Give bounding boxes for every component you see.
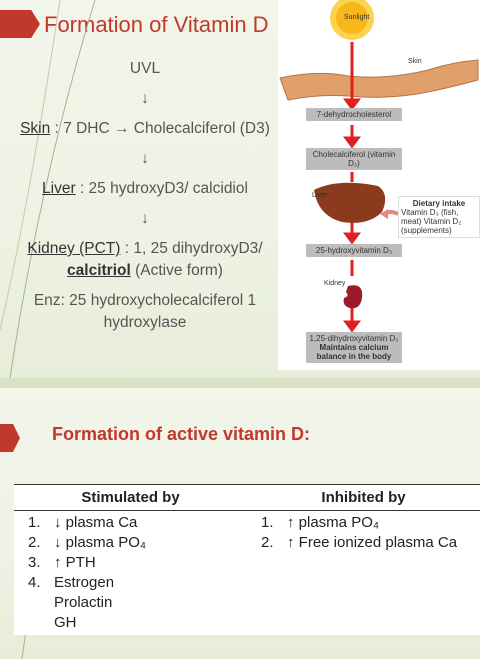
list-number: 4. [28, 574, 41, 591]
box-calcitriol: 1,25-dihydroxyvitamin D₃ Maintains calci… [306, 332, 402, 363]
list-number [20, 613, 54, 633]
list-number: 2. [28, 534, 41, 551]
arm-icon [279, 59, 479, 101]
list-number [20, 593, 54, 613]
enz-text: : 25 hydroxycholecalciferol 1 hydroxylas… [60, 292, 257, 331]
box-cholecalciferol: Cholecalciferol (vitamin D₃) [306, 148, 402, 170]
regulation-table: Stimulated by Inhibited by 1. ↓ plasma Ca… [14, 484, 480, 635]
slide-vitamin-d-formation: Formation of Vitamin D UVL ↓ Skin : 7 DH… [0, 0, 480, 378]
skin-step: Skin : 7 DHC → Cholecalciferol (D3) [0, 118, 290, 140]
list-item: 2. ↓ plasma PO₄ [20, 533, 241, 553]
slide-title: Formation of active vitamin D: [52, 424, 311, 444]
skin-label: Skin [408, 58, 422, 65]
dietary-title: Dietary intake [412, 199, 466, 208]
pathway-text: UVL ↓ Skin : 7 DHC → Cholecalciferol (D3… [0, 58, 290, 342]
liver-icon [314, 182, 386, 223]
list-number: 1. [28, 514, 41, 531]
arrow-down: ↓ [141, 210, 149, 227]
list-text: ↓ plasma Ca [54, 514, 138, 531]
stimulated-list: 1. ↓ plasma Ca 2. ↓ plasma PO₄ 3. ↑ PTH 4. Estr… [20, 513, 241, 633]
list-item: Prolactin [20, 593, 241, 613]
arrow-down: ↓ [141, 90, 149, 107]
list-item: 3. ↑ PTH [20, 553, 241, 573]
list-number: 2. [261, 534, 274, 551]
list-item: GH [20, 613, 241, 633]
diagram-graphics [279, 0, 479, 333]
kidney-text: : 1, 25 dihydroxyD3/ [120, 240, 263, 257]
liver-text: : 25 hydroxyD3/ calcidiol [75, 180, 248, 197]
kidney-tail: (Active form) [130, 262, 223, 279]
header-stimulated: Stimulated by [14, 484, 247, 511]
box-25-hydroxyvitamin: 25-hydroxyvitamin D₃ [306, 244, 402, 257]
skin-text: : 7 DHC → Cholecalciferol (D3) [50, 120, 270, 137]
title-accent-tab [0, 424, 20, 452]
title-accent-tab [0, 10, 40, 38]
dietary-intake-box: Dietary intake Vitamin D₃ (fish, meat) V… [398, 196, 480, 238]
list-text: ↑ PTH [54, 554, 96, 571]
box-7-dehydrocholesterol: 7-dehydrocholesterol [306, 108, 402, 121]
header-inhibited: Inhibited by [247, 484, 480, 511]
list-text: GH [54, 614, 77, 631]
slide-active-vitamin-d: Formation of active vitamin D: Stimulate… [0, 388, 480, 659]
enz-key: Enz [33, 292, 61, 309]
box4-line2: Maintains calcium balance in the body [316, 343, 392, 361]
list-text: ↓ plasma PO₄ [54, 534, 146, 551]
uvl-label: UVL [129, 60, 161, 77]
slide-divider [0, 378, 480, 388]
list-text: ↑ Free ionized plasma Ca [287, 534, 458, 551]
liver-label: Liver [312, 192, 328, 199]
list-number: 1. [261, 514, 274, 531]
vitamin-d-diagram: Sunlight Skin 7-dehydrocholesterol Chole… [278, 0, 480, 370]
inhibited-list: 1. ↑ plasma PO₄ 2. ↑ Free ionized plasma Ca [253, 513, 474, 553]
sun-icon [330, 0, 374, 40]
kidney-step: Kidney (PCT) : 1, 25 dihydroxyD3/ calcit… [0, 238, 290, 282]
list-text: ↑ plasma PO₄ [287, 514, 379, 531]
list-item: 2. ↑ Free ionized plasma Ca [253, 533, 474, 553]
list-item: 4. Estrogen [20, 573, 241, 593]
dietary-text: Vitamin D₃ (fish, meat) Vitamin D₂ (supp… [401, 208, 462, 235]
list-text: Estrogen [54, 574, 115, 591]
kidney-icon [343, 285, 363, 309]
skin-key: Skin [20, 120, 51, 137]
arrow-down: ↓ [141, 150, 149, 167]
liver-step: Liver : 25 hydroxyD3/ calcidiol [0, 178, 290, 200]
list-item: 1. ↑ plasma PO₄ [253, 513, 474, 533]
box4-line1: 1,25-dihydroxyvitamin D₃ [309, 334, 399, 343]
kidney-key: Kidney (PCT) [27, 240, 121, 257]
list-text: Prolactin [54, 594, 113, 611]
list-item: 1. ↓ plasma Ca [20, 513, 241, 533]
kidney-label: Kidney [324, 280, 346, 287]
sunlight-label: Sunlight [344, 14, 370, 21]
kidney-bold: calcitriol [67, 262, 131, 279]
list-number: 3. [28, 554, 41, 571]
slide-title: Formation of Vitamin D [44, 12, 269, 37]
enz-step: Enz: 25 hydroxycholecalciferol 1 hydroxy… [0, 290, 290, 334]
liver-key: Liver [42, 180, 76, 197]
